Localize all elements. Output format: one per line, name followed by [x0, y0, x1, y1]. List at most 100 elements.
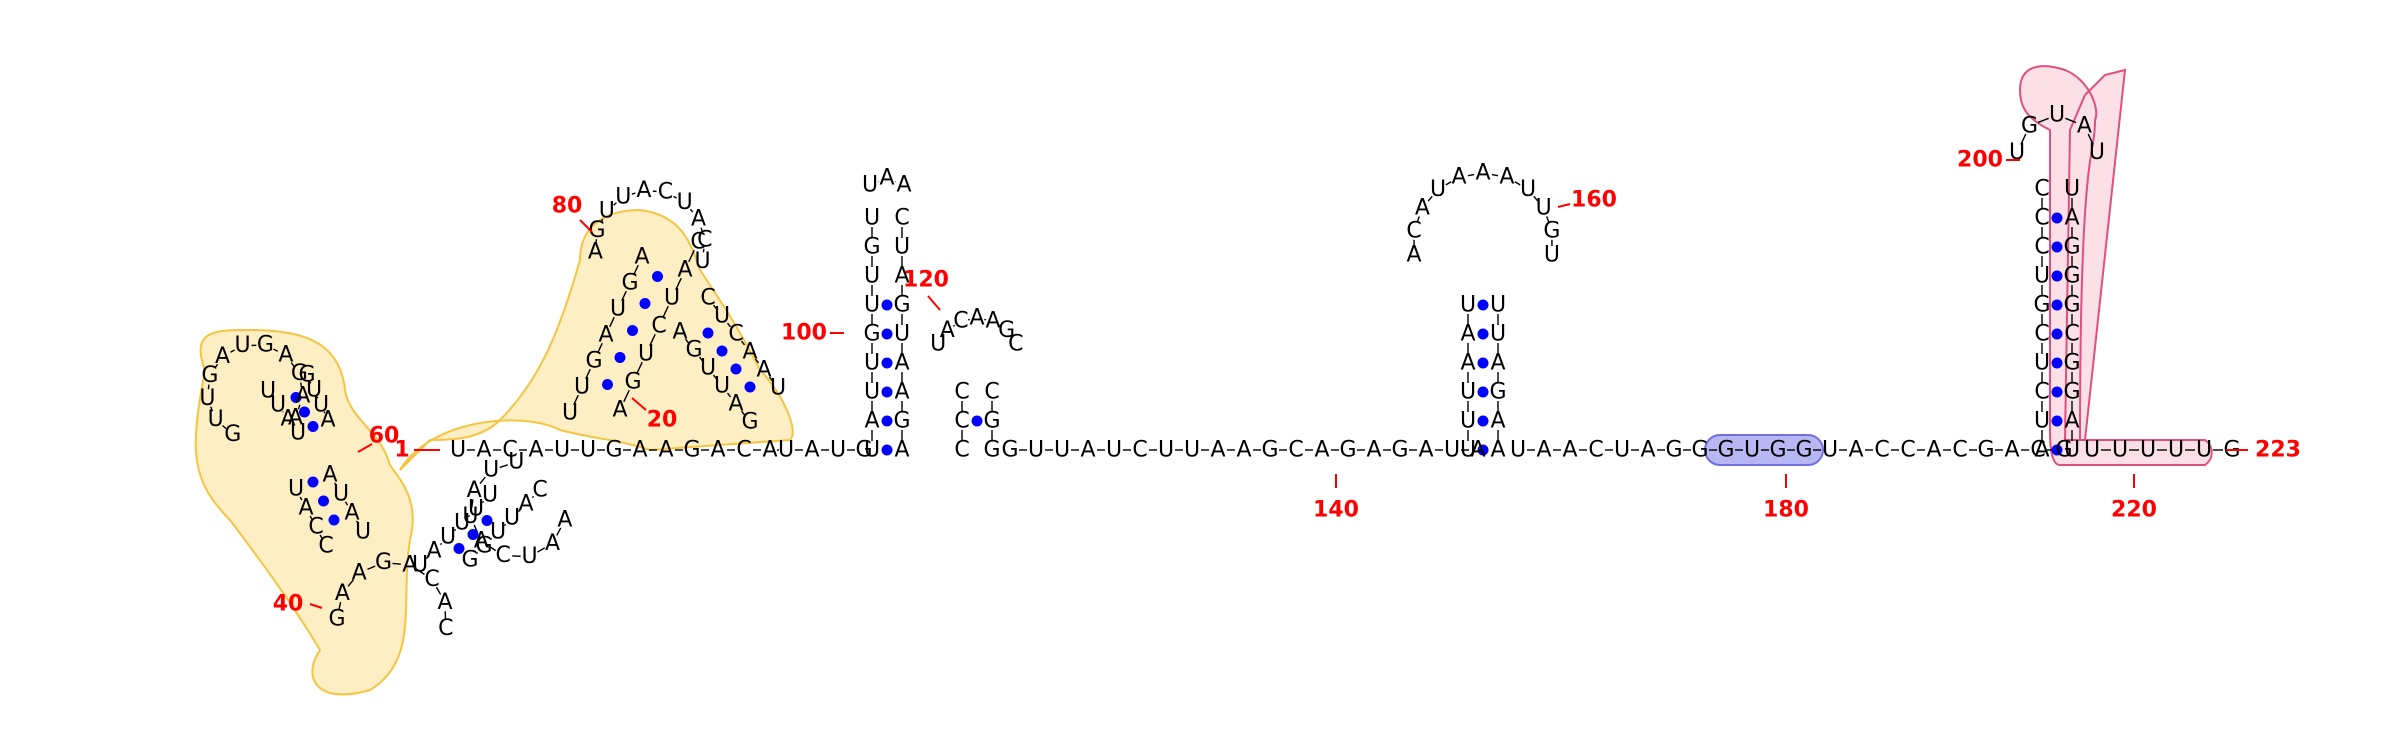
- backbone-bond: [416, 569, 425, 575]
- base-pair-dot: [881, 328, 893, 340]
- nucleotide-116: U: [864, 264, 880, 289]
- nucleotide-174: U: [1490, 293, 1506, 318]
- position-tick: [357, 443, 373, 453]
- nucleotide-38: U: [440, 525, 456, 550]
- base-pair-dot: [2051, 270, 2063, 282]
- nucleotide-237: U: [2196, 438, 2212, 463]
- nucleotide-21: A: [298, 496, 313, 521]
- backbone-bond: [2020, 133, 2027, 145]
- nucleotide-96: A: [528, 438, 543, 463]
- base-pair-dot: [467, 529, 479, 540]
- nucleotide-172: A: [1490, 351, 1505, 376]
- nucleotide-159: G: [1391, 438, 1408, 463]
- backbone-bond: [673, 195, 678, 199]
- nucleotide-139: C: [953, 309, 968, 334]
- backbone-bond: [333, 482, 338, 487]
- base-pair-dot: [639, 298, 651, 309]
- base-pair-dot: [614, 352, 626, 363]
- nucleotide-126: U: [894, 235, 910, 260]
- nucleotide-35: C: [438, 616, 453, 641]
- backbone-bond: [210, 406, 214, 412]
- nucleotide-100: A: [632, 438, 647, 463]
- nucleotide-88: U: [714, 304, 730, 329]
- base-pair-dot: [318, 495, 329, 507]
- nucleotide-233: U: [2084, 438, 2100, 463]
- nucleotide-45: U: [504, 506, 520, 531]
- nucleotide-205: A: [2004, 438, 2019, 463]
- backbone-bond: [467, 514, 471, 518]
- nucleotide-137: U: [930, 331, 946, 356]
- backbone-bond: [712, 304, 718, 310]
- position-tick: [1557, 203, 1571, 208]
- nucleotide-153: A: [1236, 438, 1251, 463]
- nucleotide-87: C: [700, 286, 715, 311]
- backbone-bond: [623, 389, 630, 403]
- nucleotide-95: C: [502, 438, 517, 463]
- nucleotide-11: U: [199, 386, 215, 411]
- nucleotide-188: A: [1562, 438, 1577, 463]
- position-label-20: 20: [647, 408, 678, 433]
- nucleotide-190: U: [1614, 438, 1630, 463]
- nucleotide-3: U: [270, 393, 286, 418]
- nucleotide-103: A: [710, 438, 725, 463]
- nucleotide-83: U: [700, 356, 716, 381]
- backbone-bond: [573, 394, 579, 406]
- nucleotide-28: G: [329, 607, 346, 632]
- nucleotide-18: A: [295, 384, 310, 409]
- nucleotide-108: U: [830, 438, 846, 463]
- nucleotide-86: G: [741, 410, 758, 435]
- nucleotide-229: G: [2021, 113, 2038, 138]
- backbone-bond: [299, 496, 303, 501]
- nucleotide-217: C: [2034, 177, 2049, 202]
- nucleotide-23: C: [318, 534, 333, 559]
- nucleotide-175: A: [1407, 243, 1422, 268]
- position-label-100: 100: [781, 321, 827, 346]
- nucleotide-54: A: [467, 478, 482, 503]
- nucleotide-140: A: [969, 306, 984, 331]
- nucleotide-33: C: [424, 567, 439, 592]
- nucleotide-168: U: [1460, 293, 1476, 318]
- nucleotide-118: U: [864, 206, 880, 231]
- nucleotide-62: G: [621, 271, 638, 296]
- nucleotide-183: U: [1536, 196, 1552, 221]
- base-pair-dot: [2051, 299, 2063, 311]
- nucleotide-9: G: [224, 422, 241, 447]
- base-pair-dot: [730, 363, 742, 375]
- base-pair-dot: [1477, 357, 1489, 369]
- nucleotide-223: G: [2063, 293, 2080, 318]
- backbone-bond: [597, 342, 603, 354]
- position-label-80: 80: [552, 194, 583, 219]
- nucleotide-179: A: [1452, 165, 1467, 190]
- nucleotide-154: G: [1261, 438, 1278, 463]
- backbone-bond: [425, 556, 429, 560]
- backbone-bond: [347, 579, 354, 587]
- nucleotide-222: C: [2064, 322, 2079, 347]
- position-label-200: 200: [1957, 148, 2003, 173]
- position-label-40: 40: [273, 592, 304, 617]
- nucleotide-106: U: [778, 438, 794, 463]
- nucleotide-143: C: [1008, 331, 1023, 356]
- nucleotide-67: C: [651, 314, 666, 339]
- position-label-1: 1: [394, 438, 409, 463]
- backbone-bond: [768, 376, 774, 382]
- nucleotide-75: A: [636, 178, 651, 203]
- nucleotide-44: U: [490, 520, 506, 545]
- nucleotide-208: A: [2034, 438, 2049, 463]
- nucleotide-78: A: [691, 207, 706, 232]
- nucleotide-228: U: [2009, 140, 2025, 165]
- nucleotide-231: A: [2077, 113, 2092, 138]
- nucleotide-192: G: [1665, 438, 1682, 463]
- nucleotide-149: C: [1132, 438, 1147, 463]
- nucleotide-114: G: [863, 322, 880, 347]
- nucleotide-194: G: [1717, 438, 1734, 463]
- backbone-bond: [439, 542, 443, 546]
- nucleotide-14: U: [235, 333, 251, 358]
- nucleotide-73: U: [599, 199, 615, 224]
- nucleotide-170: A: [1490, 409, 1505, 434]
- nucleotide-39: U: [454, 511, 470, 536]
- base-pairs: [290, 212, 2063, 554]
- nucleotide-49: A: [545, 531, 560, 556]
- base-pair-dot: [702, 327, 714, 339]
- nucleotide-191: A: [1640, 438, 1655, 463]
